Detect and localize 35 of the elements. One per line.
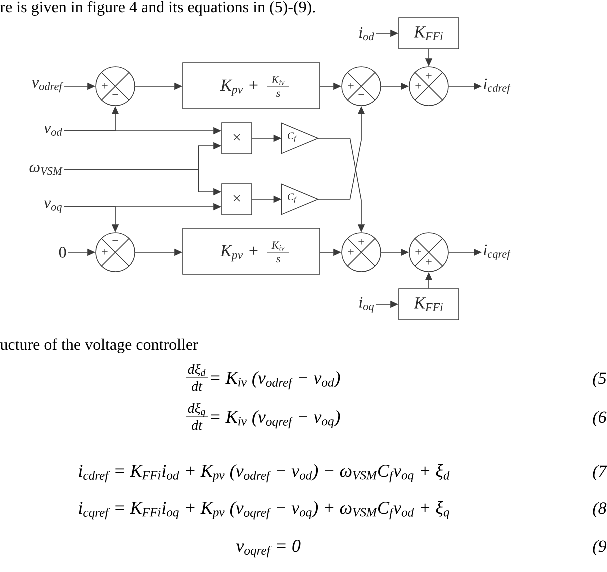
summing-junction: + − (342, 66, 382, 106)
signal-label: i$_{cqref}$ (484, 244, 512, 260)
signal-label: i$_{cdref}$ (484, 78, 512, 94)
signal-label: ω$_{VSM}$ (30, 164, 63, 176)
summing-junction: + + (409, 232, 449, 272)
gain-box: K$_{FFi}$ (398, 288, 460, 320)
equation: v$_{oqref}$ = 0 (236, 540, 301, 558)
equation: i$_{cqref}$ = K$_{FFi}$i$_{oq}$ + K$_{pv}$ (v$_{oqref}$ − v$_{oq}$) + ω$_{VSM}$C$_{f}$v$_{od}$ + ξ$_{q}$ (79, 501, 450, 520)
signal-label: v$_{od}$ (44, 126, 62, 136)
summing-junction: + + (342, 232, 382, 272)
equation: dξ$_{d}$ dt = K$_{iv}$ (v$_{odref}$ − v$_{od}$) (186, 364, 340, 392)
summing-junction: + − (96, 66, 136, 106)
body-text: re is given in figure 4 and its equations in (5)-(9). (0, 1, 316, 16)
signal-label: v$_{odref}$ (32, 80, 64, 93)
equation-number: (8 (593, 502, 607, 518)
equation: dξ$_{q}$ dt = K$_{iv}$ (v$_{oqref}$ − v$_{oq}$) (186, 403, 340, 430)
gain-triangle: C$_{f}$ (281, 122, 320, 154)
signal-label: v$_{oq}$ (44, 200, 62, 214)
multiplier-box: × (222, 122, 252, 154)
transfer-function-box: K$_{pv}$ + K$_{iv}$ s (182, 62, 320, 110)
equation-number: (9 (593, 540, 607, 556)
signal-label: i$_{oq}$ (360, 297, 374, 313)
signal-label: 0 (59, 247, 66, 258)
equation-number: (7 (593, 465, 607, 481)
summing-junction: + + (409, 66, 449, 106)
multiplier-box: × (222, 184, 252, 216)
gain-box: K$_{FFi}$ (398, 18, 460, 50)
summing-junction: − + (96, 232, 136, 272)
equation-number: (5 (593, 372, 606, 388)
figure-caption: ucture of the voltage controller (0, 338, 198, 354)
signal-label: i$_{od}$ (360, 27, 374, 41)
equation: i$_{cdref}$ = K$_{FFi}$i$_{od}$ + K$_{pv}$ (v$_{odref}$ − v$_{od}$) − ω$_{VSM}$C$_{f}$v$_{oq}$ + ξ$_{d}$ (79, 464, 450, 483)
equation-number: (6 (593, 411, 607, 427)
transfer-function-box: K$_{pv}$ + K$_{iv}$ s (182, 228, 320, 275)
gain-triangle: C$_{f}$ (281, 184, 320, 216)
